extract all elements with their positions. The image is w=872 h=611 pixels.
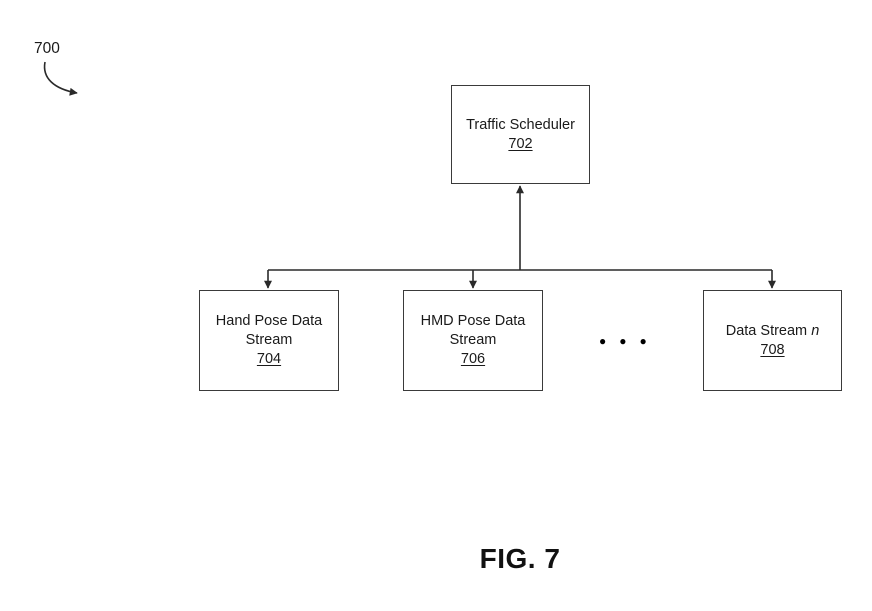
figure-caption: FIG. 7 <box>479 543 561 574</box>
node-hmd-pose-title-line2: Stream <box>449 332 497 348</box>
node-hand-pose-data-stream: Hand Pose Data Stream 704 <box>199 290 339 391</box>
figure-reference-lead-arrow <box>43 61 78 96</box>
node-hmd-pose-title-line1: HMD Pose Data <box>420 313 526 329</box>
node-data-stream-n-ref: 708 <box>760 341 785 358</box>
node-traffic-scheduler: Traffic Scheduler 702 <box>451 85 590 184</box>
ellipsis-icon: ●●● <box>599 334 660 348</box>
node-hmd-pose-data-stream: HMD Pose Data Stream 706 <box>403 290 543 391</box>
node-traffic-scheduler-ref: 702 <box>508 135 533 152</box>
node-hand-pose-ref: 704 <box>256 351 282 367</box>
node-traffic-scheduler-title: Traffic Scheduler <box>466 116 575 133</box>
node-hand-pose-title-line2: Stream <box>245 332 293 348</box>
stream-n-variable: n <box>811 322 820 339</box>
node-hand-pose-title-line1: Hand Pose Data <box>215 313 323 329</box>
figure-reference-number: 700 <box>34 40 60 57</box>
node-hmd-pose-ref: 706 <box>460 351 486 367</box>
